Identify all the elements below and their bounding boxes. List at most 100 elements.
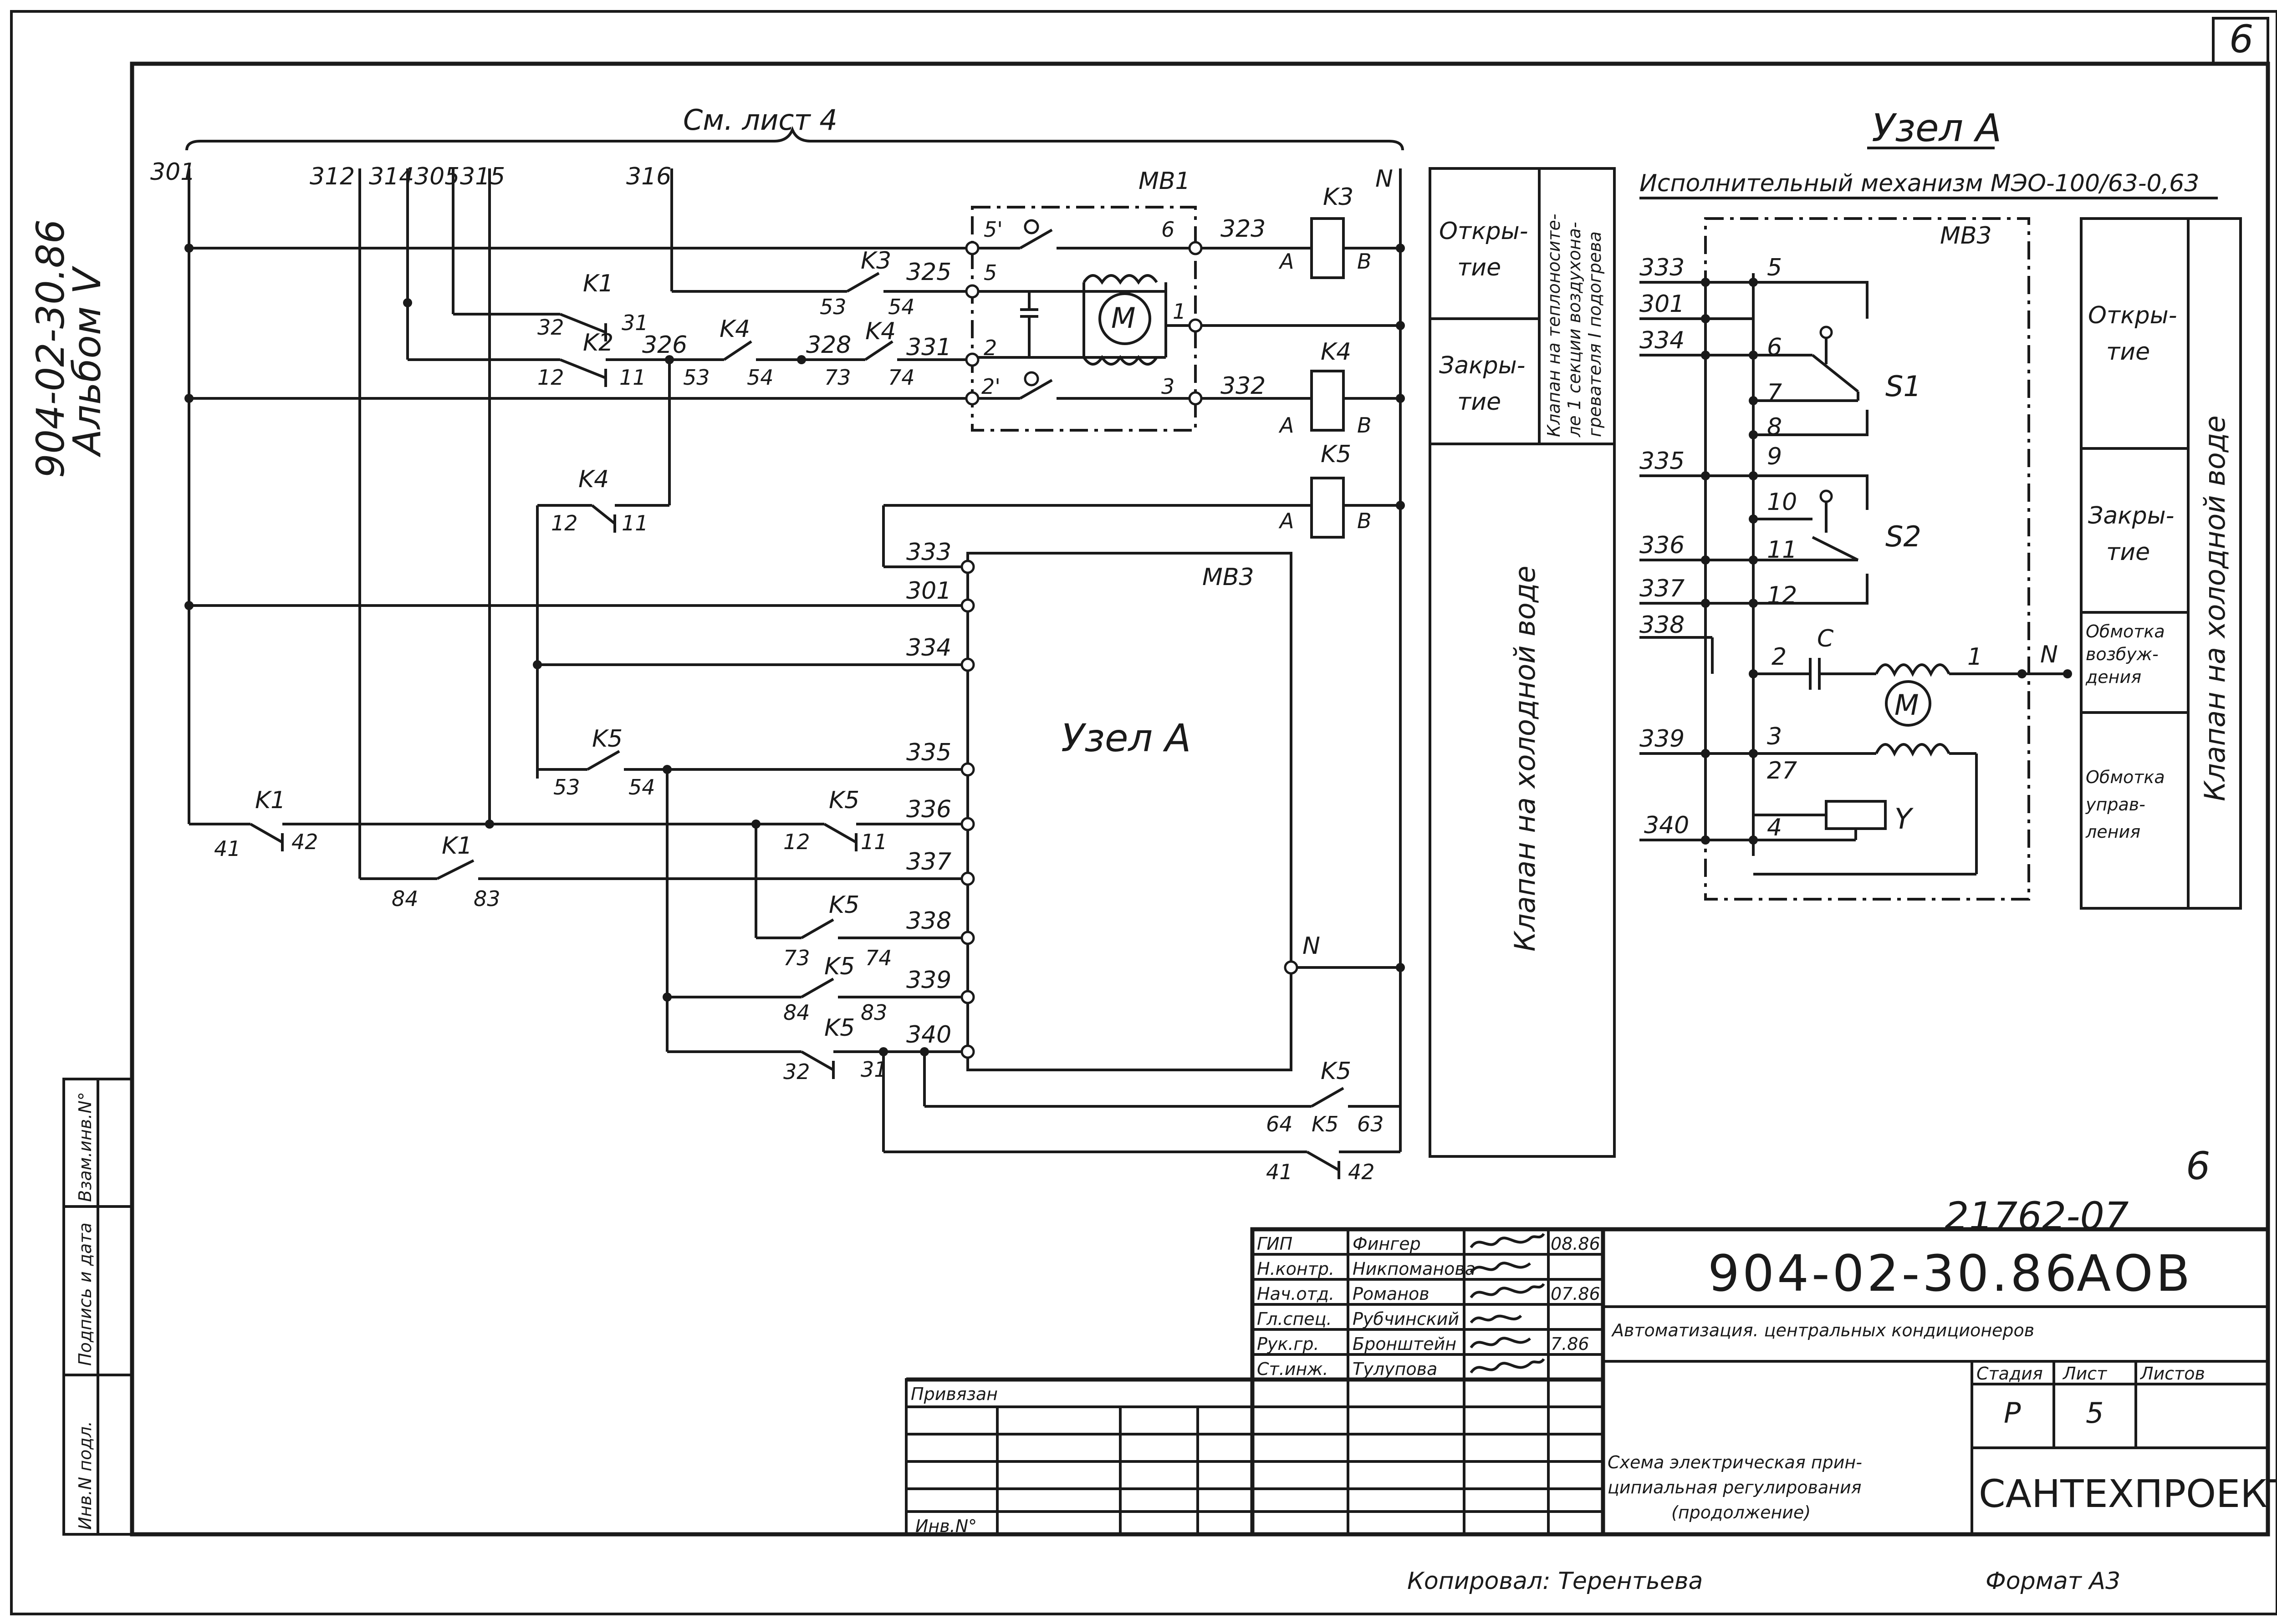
tb-title-1: Схема электрическая прин- (1608, 1452, 1862, 1472)
legend-right-valve: Клапан на холодной воде (2198, 415, 2231, 801)
k3-contact-label: K3 (861, 247, 891, 275)
tb-role-4: Рук.гр. (1257, 1334, 1319, 1354)
tb-name-2: Романов (1353, 1284, 1430, 1304)
k1b-41: 41 (214, 836, 241, 861)
tb-mark: АОВ (2077, 1244, 2193, 1303)
term-3: 3 (1161, 374, 1174, 399)
bus-305: 305 (414, 163, 459, 190)
bus-n: N (1375, 165, 1393, 193)
tb-privyazan: Привязан (911, 1384, 998, 1404)
junction-dots (184, 244, 1405, 1056)
nd-t12: 12 (1767, 582, 1797, 609)
wire-337: 337 (906, 848, 951, 876)
tb-name-4: Бронштейн (1353, 1334, 1456, 1354)
mv1-label: МВ1 (1138, 168, 1190, 195)
term-2prime: 2' (981, 374, 1001, 399)
nd-t7: 7 (1767, 379, 1782, 407)
wire-332: 332 (1220, 372, 1266, 400)
nd-t10: 10 (1767, 489, 1797, 516)
k4-53: 53 (683, 365, 710, 390)
stamp-vzam: Взам.инв.N° (75, 1092, 95, 1202)
tb-stage: Р (2004, 1396, 2021, 1430)
outer-frame (10, 10, 2277, 1615)
k4-b: B (1357, 413, 1372, 438)
nd-t3: 3 (1767, 723, 1782, 750)
relay-k5-label: K5 (1321, 441, 1351, 468)
k5b-11: 11 (861, 830, 888, 854)
k5d-contact-label: K5 (824, 953, 855, 980)
tb-name-0: Фингер (1353, 1234, 1421, 1254)
k5c-74: 74 (865, 946, 892, 970)
nd-t9: 9 (1767, 443, 1782, 470)
k1-31: 31 (622, 311, 648, 335)
nd-t5: 5 (1767, 254, 1782, 281)
k1-contact-label: K1 (583, 270, 613, 297)
k1b-contact-label: K1 (255, 787, 286, 814)
bus-316: 316 (626, 163, 671, 190)
k5d-83: 83 (861, 1000, 888, 1025)
legend-right-exc-2: возбуж- (2086, 644, 2159, 664)
stamp-inv-podl: Инв.N подл. (75, 1421, 95, 1530)
k2-12: 12 (537, 365, 564, 390)
node-n-label: N (1302, 932, 1320, 960)
node-a-detail: Узел А Исполнительный механизм МЭО-100/6… (1639, 106, 2218, 901)
k5b-12: 12 (783, 830, 810, 854)
legend-right-close-2: тие (2106, 539, 2150, 566)
wire-335: 335 (906, 739, 951, 766)
k5-b: B (1357, 509, 1372, 533)
k5f-k5: K5 (1312, 1112, 1338, 1136)
node-a-label: Узел А (1061, 716, 1191, 760)
k1c-contact-label: K1 (442, 832, 472, 860)
k4c-12: 12 (551, 511, 578, 535)
k4c-11: 11 (622, 511, 648, 535)
wire-328: 328 (806, 331, 851, 359)
tb-inv-no: Инв.N° (915, 1516, 977, 1536)
k5a-54: 54 (628, 775, 655, 799)
wire-301: 301 (906, 577, 951, 605)
legend-left-valve-heat-3: гревателя I подогрева (1585, 231, 1605, 437)
bus-301: 301 (150, 158, 195, 186)
motor-mv1-m: M (1111, 301, 1136, 335)
left-stamp-strip: Взам.инв.N° Подпись и дата Инв.N подл. (62, 1078, 133, 1536)
signatures (1470, 1233, 1545, 1374)
nd-t27: 27 (1767, 757, 1797, 784)
node-mechanism: Исполнительный механизм МЭО-100/63-0,63 (1639, 170, 2199, 197)
term-1: 1 (1173, 299, 1186, 324)
nd-motor-m: M (1894, 688, 1919, 722)
k5d-84: 84 (783, 1000, 810, 1025)
tb-name-5: Тулупова (1353, 1359, 1437, 1379)
k5-a: A (1278, 509, 1294, 533)
tb-role-2: Нач.отд. (1257, 1284, 1334, 1304)
nd-wire-333: 333 (1639, 254, 1685, 281)
footer-format: Формат А3 (1986, 1568, 2120, 1595)
k5g-42: 42 (1348, 1160, 1375, 1184)
wire-333: 333 (906, 539, 951, 566)
main-schematic: См. лист 4 301 312 314 305 315 316 N МВ1… (150, 103, 1405, 1184)
side-album: Альбом V (65, 265, 109, 458)
tb-reg-number: 21762-07 (1945, 1194, 2129, 1238)
k4b-74: 74 (888, 365, 915, 390)
legend-right-ctrl-1: Обмотка (2086, 767, 2165, 787)
term-5prime: 5' (984, 217, 1003, 242)
relay-k4-label: K4 (1321, 338, 1351, 366)
k2-contact-label: K2 (583, 329, 613, 356)
nd-wire-334: 334 (1639, 327, 1685, 354)
legend-right-open-1: Откры- (2088, 302, 2177, 329)
nd-y: Y (1894, 802, 1914, 835)
bottom-page-number: 6 (2186, 1144, 2210, 1188)
relay-k5 (1310, 477, 1345, 539)
tb-date-2: 07.86 (1551, 1284, 1600, 1304)
term-5: 5 (984, 260, 997, 285)
nd-t6: 6 (1767, 334, 1782, 361)
legend-right-ctrl-3: ления (2085, 822, 2140, 842)
legend-left-open-2: тие (1457, 254, 1501, 281)
k5f-63: 63 (1357, 1112, 1384, 1136)
legend-right-open-2: тие (2106, 338, 2150, 366)
motor-mv1 (1098, 292, 1151, 345)
tb-name-1: Никпоманова (1353, 1259, 1475, 1279)
mv1-box (971, 206, 1197, 432)
bus-315: 315 (460, 163, 505, 190)
wire-340: 340 (906, 1021, 951, 1049)
k4-54: 54 (747, 365, 774, 390)
k1c-84: 84 (392, 886, 419, 911)
